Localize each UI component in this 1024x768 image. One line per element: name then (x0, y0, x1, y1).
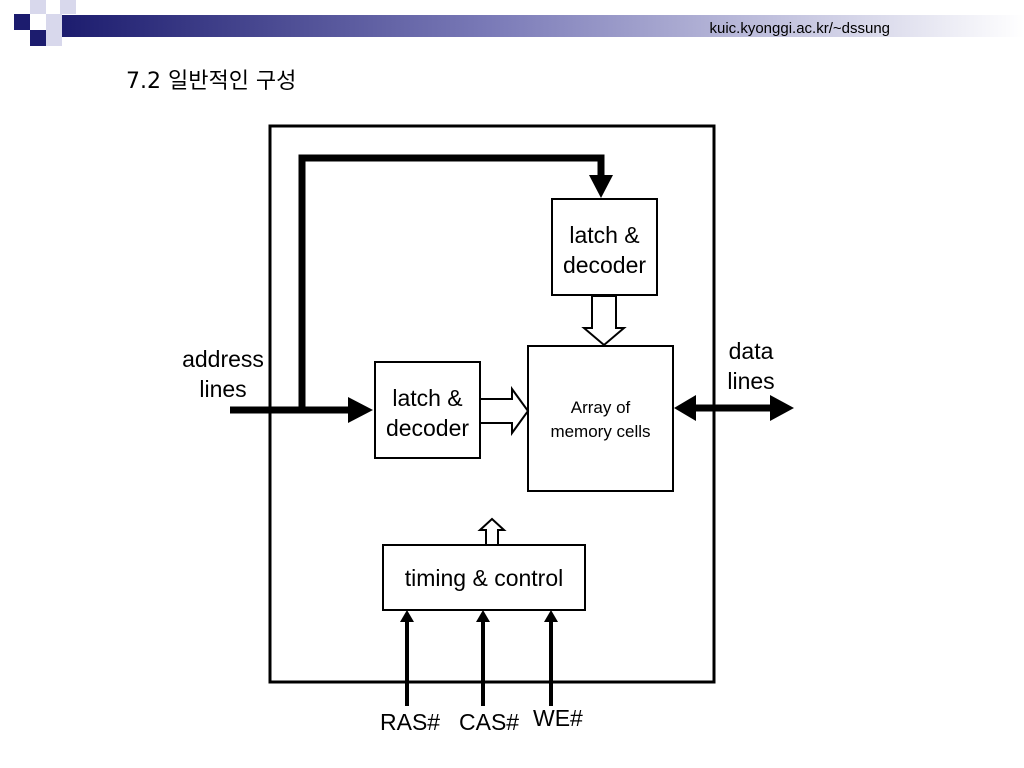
row-to-array-arrow (479, 385, 530, 437)
we-arrowhead (544, 610, 558, 622)
column-decoder-label: latch & decoder (552, 220, 657, 280)
we-signal-label: WE# (533, 705, 583, 731)
row-decoder-line2: decoder (385, 415, 470, 441)
row-decoder-label: latch & decoder (375, 383, 480, 443)
memory-array-label: Array of memory cells (528, 396, 673, 444)
column-to-array-arrow (581, 295, 627, 347)
cas-signal-label: CAS# (459, 709, 520, 735)
data-lines-label: data lines (708, 336, 794, 396)
memory-array-box (527, 345, 674, 492)
address-lines-line2: lines (199, 376, 247, 402)
data-arrowhead-right (770, 395, 794, 421)
address-lines-line1: address (182, 346, 264, 372)
address-branch-line (298, 154, 605, 410)
address-lines-label: address lines (168, 344, 278, 404)
header-square (30, 0, 46, 14)
data-lines-line1: data (728, 338, 774, 364)
memory-array-line1: Array of (570, 398, 631, 417)
column-decoder-line2: decoder (562, 252, 647, 278)
header-square (46, 14, 62, 30)
row-decoder-line1: latch & (392, 385, 463, 411)
ras-arrowhead (400, 610, 414, 622)
cas-arrowhead (476, 610, 490, 622)
header-square (60, 0, 76, 14)
timing-control-box (382, 544, 586, 611)
header-gradient-bar (60, 15, 1024, 37)
memory-array-line2: memory cells (550, 422, 651, 441)
data-arrowhead-left (674, 395, 696, 421)
row-decoder-box (374, 361, 481, 459)
header-square (46, 30, 62, 46)
source-url: kuic.kyonggi.ac.kr/~dssung (709, 20, 890, 37)
column-decoder-line1: latch & (569, 222, 640, 248)
header-square (30, 30, 46, 46)
header-square (14, 14, 30, 30)
column-decoder-arrowhead (589, 175, 613, 198)
timing-control-label: timing & control (404, 565, 564, 591)
header-band (14, 0, 1024, 46)
chip-boundary (268, 124, 716, 684)
data-lines-line2: lines (727, 368, 775, 394)
slide-title: 7.2 일반적인 구성 (126, 69, 297, 94)
address-arrowhead (348, 397, 373, 423)
control-to-array-arrow (477, 517, 507, 546)
ras-signal-label: RAS# (380, 709, 441, 735)
